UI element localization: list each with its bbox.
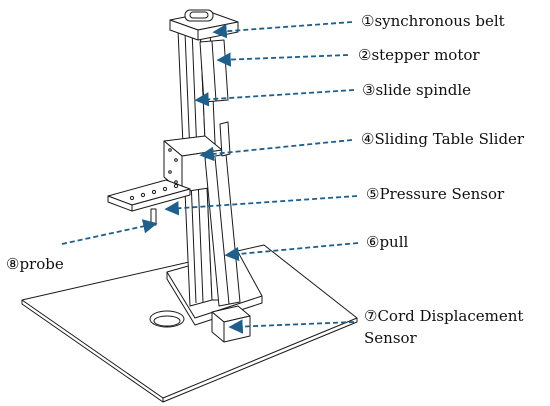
label-synchronous-belt: ①synchronous belt (361, 12, 505, 30)
arrow-pull (224, 242, 359, 262)
arrow-stepper-motor (216, 52, 349, 67)
label-pull: ⑥pull (366, 233, 409, 251)
probe (150, 208, 157, 226)
arrow-probe (61, 219, 158, 245)
arrow-cord-displacement-sensor (228, 319, 355, 334)
label-probe: ⑧probe (6, 255, 64, 273)
base-hole (149, 310, 185, 328)
arrow-synchronous-belt (212, 21, 353, 39)
arrow-sliding-table-slider (199, 139, 353, 162)
label-sliding-table-slider: ④Sliding Table Slider (361, 130, 525, 148)
label-cord-displacement-sensor: ⑦Cord Displacement Sensor (364, 307, 524, 347)
pull-rail (204, 153, 241, 307)
arrow-slide-spindle (194, 89, 355, 107)
label-pressure-sensor: ⑤Pressure Sensor (366, 185, 505, 203)
label-stepper-motor: ②stepper motor (358, 46, 480, 64)
label-slide-spindle: ③slide spindle (362, 81, 472, 99)
